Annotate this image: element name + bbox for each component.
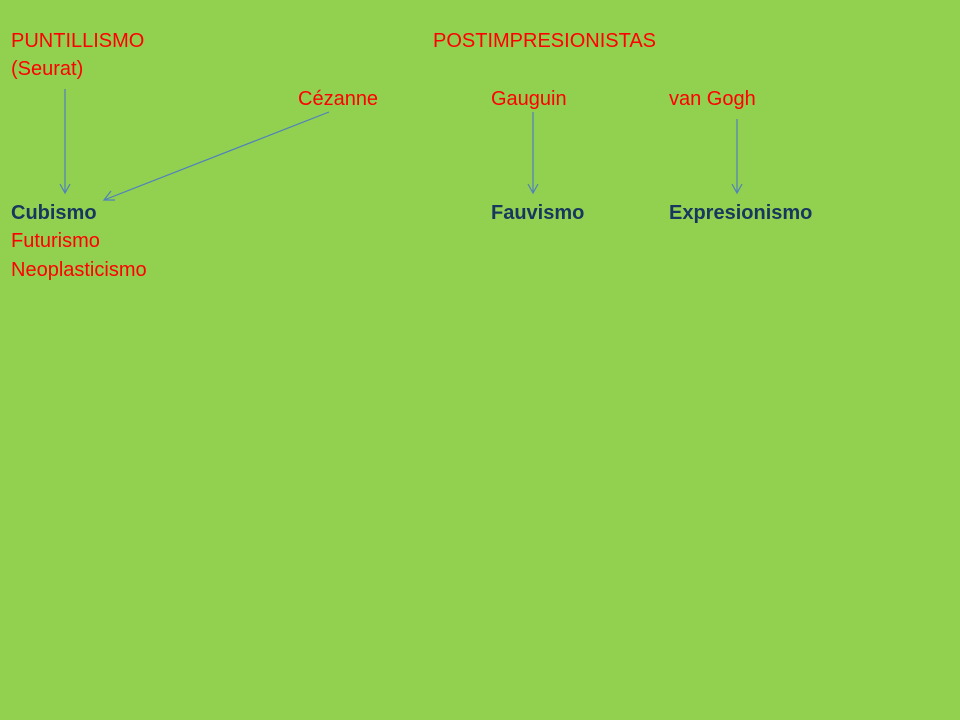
artist-gauguin: Gauguin bbox=[491, 88, 567, 110]
movement-fauvismo: Fauvismo bbox=[491, 202, 585, 224]
arrow-gauguin-to-fauvismo bbox=[527, 112, 539, 195]
movement-expresionismo: Expresionismo bbox=[669, 202, 813, 224]
movement-neoplasticismo: Neoplasticismo bbox=[11, 259, 147, 281]
movement-futurismo: Futurismo bbox=[11, 230, 100, 252]
heading-puntillismo: PUNTILLISMO bbox=[11, 30, 145, 52]
heading-postimpresionistas: POSTIMPRESIONISTAS bbox=[433, 30, 656, 52]
artist-van-gogh: van Gogh bbox=[669, 88, 756, 110]
movement-cubismo: Cubismo bbox=[11, 202, 97, 224]
artist-cezanne: Cézanne bbox=[298, 88, 379, 110]
arrow-cezanne-to-cubismo bbox=[102, 111, 330, 201]
arrow-van-gogh-to-expresionismo bbox=[731, 119, 743, 195]
heading-seurat: (Seurat) bbox=[11, 58, 84, 80]
arrow-seurat-to-cubismo bbox=[59, 89, 71, 195]
